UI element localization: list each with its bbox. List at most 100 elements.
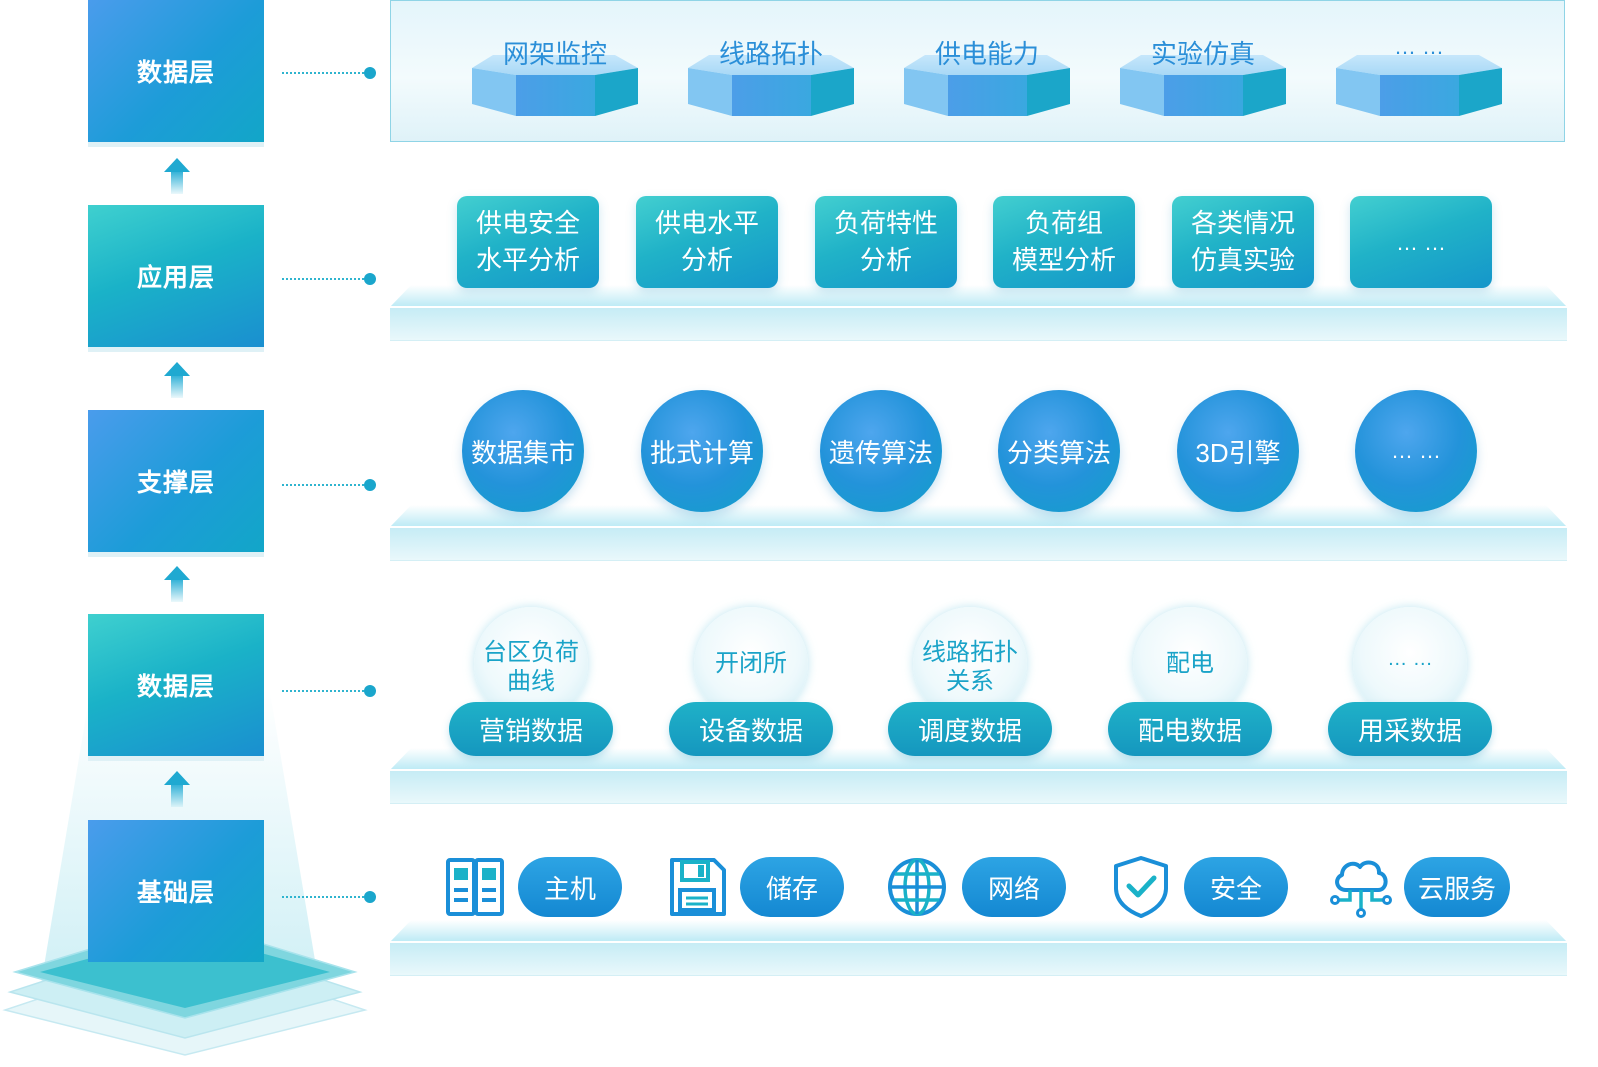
- app-tile-line: 负荷组: [1024, 208, 1103, 238]
- bubble-label-line: 曲线: [507, 668, 555, 695]
- layer-box-support: 支撑层: [88, 410, 264, 552]
- base-pill: 网络: [962, 857, 1066, 917]
- base-diamond-stack: [2, 919, 368, 1056]
- support-label: 数据集市: [470, 437, 575, 468]
- app-tile-line: … …: [1395, 229, 1447, 255]
- platform-front: [390, 306, 1567, 340]
- hex-label: 供电能力: [934, 39, 1039, 69]
- app-tile-line: 仿真实验: [1190, 245, 1295, 275]
- app-tile-line: 分析: [859, 245, 912, 275]
- hex-prism: [1120, 55, 1286, 116]
- app-tile: 负荷特性分析: [815, 196, 957, 288]
- platform-surface: [390, 285, 1567, 307]
- up-arrow-icon: [164, 566, 190, 602]
- up-arrow-icon: [164, 362, 190, 398]
- layer-box-data: 数据层: [88, 614, 264, 756]
- support-circle: 分类算法: [998, 390, 1120, 512]
- server-icon: [446, 858, 504, 916]
- support-circle: 数据集市: [462, 390, 584, 512]
- connector-line: [282, 891, 376, 903]
- connector-line: [282, 273, 376, 285]
- base-pill: 储存: [740, 857, 844, 917]
- data-pill-label: 调度数据: [917, 715, 1022, 746]
- layer-label: 数据层: [136, 673, 215, 701]
- hex-label: … …: [1393, 34, 1445, 59]
- hex-prism: [1336, 55, 1502, 116]
- base-pill-label: 安全: [1209, 873, 1262, 904]
- app-tile: 各类情况仿真实验: [1172, 196, 1314, 288]
- shield-check-icon: [1114, 856, 1168, 918]
- bubble-label: 配电: [1110, 649, 1270, 678]
- base-pill-label: 云服务: [1417, 873, 1496, 904]
- layer-label: 基础层: [136, 879, 215, 907]
- support-label: 遗传算法: [828, 437, 933, 468]
- app-tile-line: 水平分析: [475, 245, 580, 275]
- app-tile-line: 模型分析: [1011, 245, 1116, 275]
- connector-line: [282, 685, 376, 697]
- app-tile-line: 供电安全: [475, 208, 580, 238]
- hex-label: 线路拓扑: [718, 39, 823, 69]
- data-pill-label: 用采数据: [1357, 715, 1462, 746]
- hex-prism: [472, 55, 638, 116]
- hex-label: 实验仿真: [1150, 39, 1255, 69]
- globe-icon: [888, 858, 946, 916]
- bubble-label: 开闭所: [671, 649, 831, 678]
- bubble-label-line: 开闭所: [715, 650, 787, 677]
- layer-label: 支撑层: [136, 469, 215, 497]
- up-arrow-icon: [164, 158, 190, 194]
- hex-prism: [688, 55, 854, 116]
- floppy-disk-icon: [670, 858, 726, 916]
- cloud-network-icon: [1330, 860, 1392, 918]
- layer-box-base: 基础层: [88, 820, 264, 962]
- app-tile-line: 分析: [680, 245, 733, 275]
- bubble-label: 台区负荷曲线: [451, 638, 611, 696]
- layer-label: 应用层: [136, 264, 215, 292]
- bubble-label-line: 台区负荷: [483, 639, 579, 666]
- base-pill: 云服务: [1404, 857, 1510, 917]
- platform-front: [390, 526, 1567, 560]
- support-circle: … …: [1355, 390, 1477, 512]
- support-circle: 遗传算法: [820, 390, 942, 512]
- app-tile: … …: [1350, 196, 1492, 288]
- layer-box-data-top: 数据层: [88, 0, 264, 142]
- app-tile-line: 各类情况: [1190, 208, 1295, 238]
- bubble-label-line: 配电: [1166, 650, 1214, 677]
- bubble-label: 线路拓扑关系: [890, 638, 1050, 696]
- base-pill-label: 主机: [543, 873, 596, 904]
- support-label: … …: [1390, 438, 1442, 463]
- hex-label: 网架监控: [502, 39, 607, 69]
- bubble-label-line: 线路拓扑: [922, 639, 1018, 666]
- data-pill: 营销数据: [449, 702, 613, 756]
- base-pill: 主机: [518, 857, 622, 917]
- hex-prism-row: [472, 55, 1502, 116]
- support-label: 分类算法: [1006, 437, 1111, 468]
- bubble-label-line: … …: [1387, 648, 1433, 670]
- connector-line: [282, 67, 376, 79]
- app-tile-line: 供电水平: [654, 208, 759, 238]
- app-tile-line: 负荷特性: [833, 208, 938, 238]
- base-pill: 安全: [1184, 857, 1288, 917]
- hex-prism: [904, 55, 1070, 116]
- bubble-label: … …: [1330, 645, 1490, 674]
- support-label: 3D引擎: [1195, 437, 1281, 468]
- platform-front: [390, 769, 1567, 803]
- app-tile: 负荷组模型分析: [993, 196, 1135, 288]
- platform-surface: [390, 505, 1567, 527]
- data-pill-label: 营销数据: [478, 715, 583, 746]
- bubble-label-line: 关系: [946, 668, 994, 695]
- data-pill: 用采数据: [1328, 702, 1492, 756]
- base-pill-label: 储存: [765, 873, 818, 904]
- data-pill: 配电数据: [1108, 702, 1272, 756]
- platform-front: [390, 941, 1567, 975]
- data-pill: 设备数据: [669, 702, 833, 756]
- platform-surface: [390, 920, 1567, 942]
- support-circle: 批式计算: [641, 390, 763, 512]
- support-label: 批式计算: [649, 437, 754, 468]
- up-arrow-icon: [164, 771, 190, 807]
- data-pill-label: 配电数据: [1137, 715, 1242, 746]
- base-pill-label: 网络: [987, 873, 1040, 904]
- app-tile: 供电水平分析: [636, 196, 778, 288]
- connector-line: [282, 479, 376, 491]
- support-circle: 3D引擎: [1177, 390, 1299, 512]
- data-pill-label: 设备数据: [698, 715, 803, 746]
